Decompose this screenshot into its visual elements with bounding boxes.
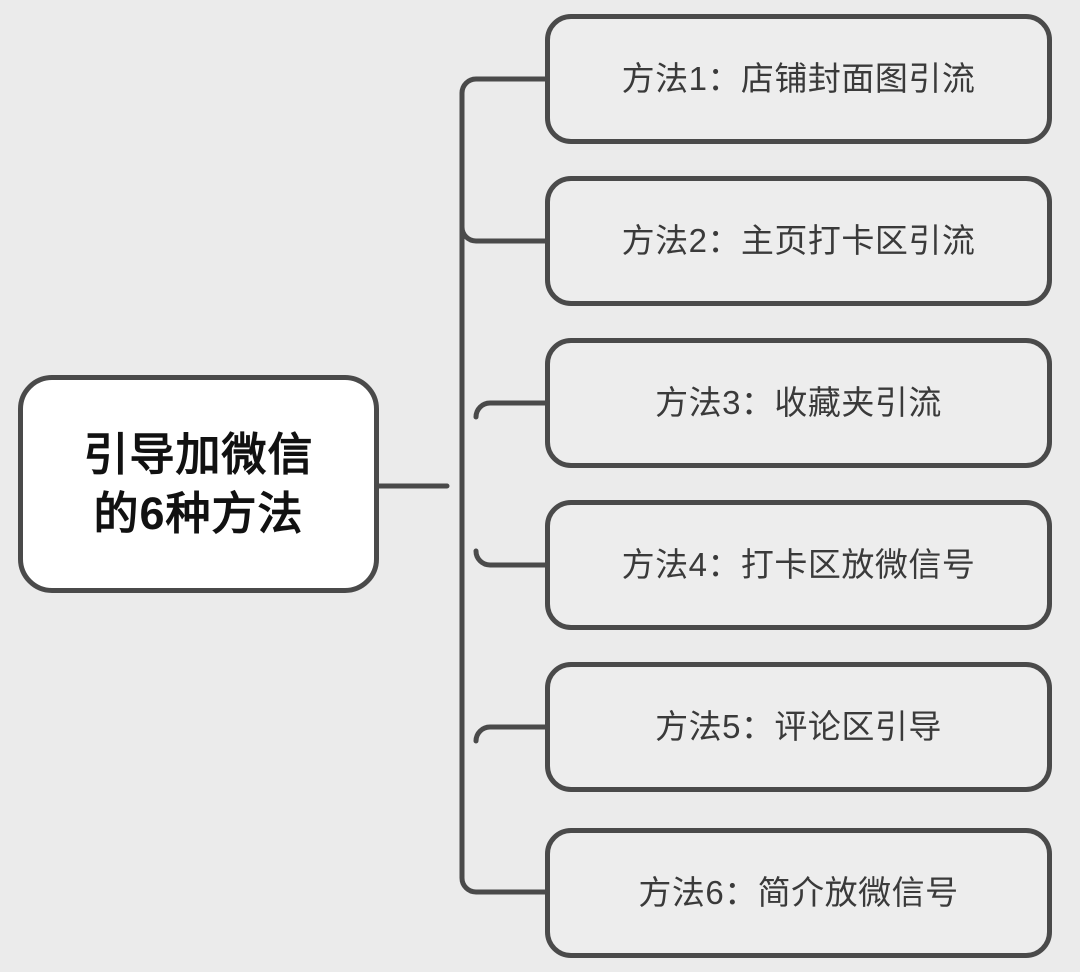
- branch-node-4-label: 方法4：打卡区放微信号: [621, 545, 976, 583]
- connector-trunk: [459, 76, 548, 895]
- branch-node-5-label: 方法5：评论区引导: [655, 707, 942, 745]
- branch-node-2[interactable]: 方法2：主页打卡区引流: [545, 176, 1052, 306]
- branch-node-6[interactable]: 方法6：简介放微信号: [545, 828, 1052, 958]
- branch-node-6-label: 方法6：简介放微信号: [638, 873, 959, 911]
- connector-branch-4: [473, 548, 548, 568]
- branch-node-3[interactable]: 方法3：收藏夹引流: [545, 338, 1052, 468]
- branch-node-2-label: 方法2：主页打卡区引流: [621, 221, 976, 259]
- root-node-label-line2: 的6种方法: [93, 488, 304, 539]
- branch-node-3-label: 方法3：收藏夹引流: [655, 383, 942, 421]
- root-node[interactable]: 引导加微信 的6种方法: [18, 375, 379, 593]
- connector-branch-3: [473, 400, 548, 420]
- root-node-label-line1: 引导加微信: [83, 428, 314, 480]
- branch-node-4[interactable]: 方法4：打卡区放微信号: [545, 500, 1052, 630]
- root-node-label: 引导加微信 的6种方法: [83, 425, 313, 544]
- connector-branch-5: [473, 724, 548, 744]
- connector-branch-2: [459, 224, 548, 244]
- branch-node-5[interactable]: 方法5：评论区引导: [545, 662, 1052, 792]
- branch-node-1-label: 方法1：店铺封面图引流: [621, 59, 976, 97]
- branch-node-1[interactable]: 方法1：店铺封面图引流: [545, 14, 1052, 144]
